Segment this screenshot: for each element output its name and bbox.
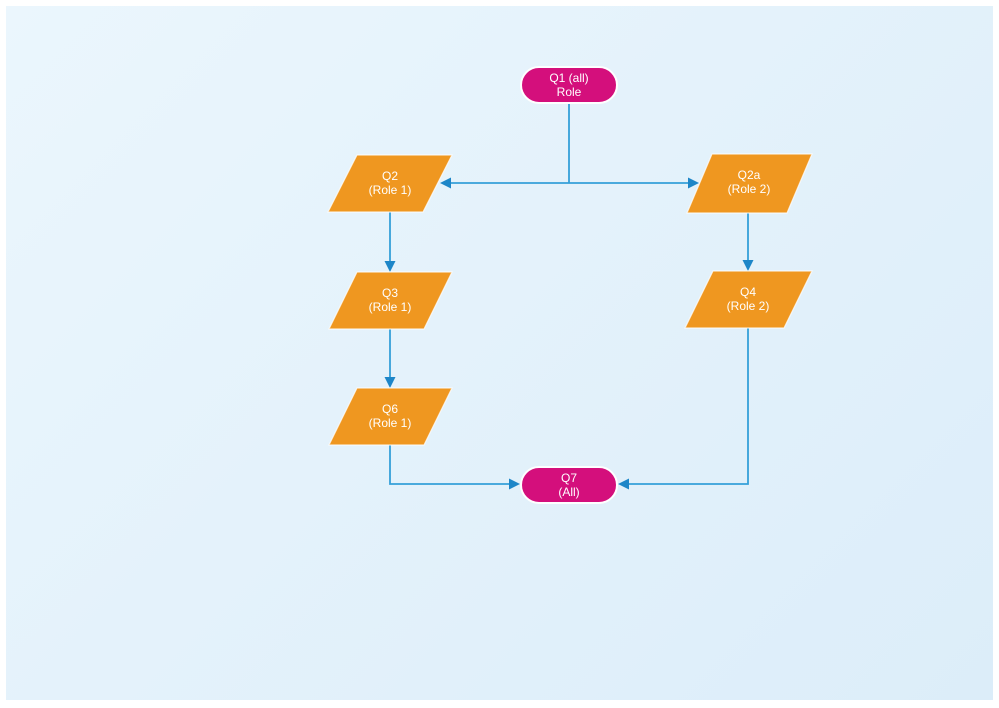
- arrowhead-into-q7-left: [509, 478, 520, 490]
- q6-label-line1: Q6: [382, 402, 398, 416]
- q7-label-line2: (All): [558, 485, 579, 499]
- q2-label-line2: (Role 1): [369, 183, 412, 197]
- connector-arrowheads: [384, 177, 754, 490]
- process-nodes: Q2 (Role 1) Q2a (Role 2) Q3 (Role 1) Q4 …: [327, 153, 813, 446]
- q2a-label-line2: (Role 2): [728, 182, 771, 196]
- q2a-label-line1: Q2a: [738, 168, 761, 182]
- connector-q6-to-q7: [389, 445, 510, 485]
- q2-label-line1: Q2: [382, 169, 398, 183]
- arrowhead-into-q6: [384, 377, 396, 388]
- flow-node-q2: Q2 (Role 1): [327, 154, 453, 213]
- q7-label-line1: Q7: [561, 471, 577, 485]
- q4-shape: [684, 270, 813, 329]
- q1-shape: [520, 66, 618, 104]
- q7-shape: [520, 466, 618, 504]
- diagram-background: [6, 6, 993, 700]
- arrowhead-into-q7-right: [618, 478, 629, 490]
- q3-shape: [328, 271, 453, 330]
- q3-label-line2: (Role 1): [369, 300, 412, 314]
- flow-node-q6: Q6 (Role 1): [328, 387, 453, 446]
- arrowhead-into-q3: [384, 261, 396, 272]
- connector-q4-to-q7: [628, 328, 749, 485]
- q6-shape: [328, 387, 453, 446]
- flow-node-q7: Q7 (All): [520, 466, 618, 504]
- q6-label-line2: (Role 1): [369, 416, 412, 430]
- flow-node-q4: Q4 (Role 2): [684, 270, 813, 329]
- flow-node-q3: Q3 (Role 1): [328, 271, 453, 330]
- arrowhead-into-q4: [742, 260, 754, 271]
- terminator-nodes: Q1 (all) Role Q7 (All): [520, 66, 618, 504]
- q4-label-line1: Q4: [740, 285, 756, 299]
- q4-label-line2: (Role 2): [727, 299, 770, 313]
- connector-lines: [389, 103, 749, 485]
- q2a-shape: [686, 153, 813, 214]
- q3-label-line1: Q3: [382, 286, 398, 300]
- arrowhead-into-q2a: [688, 177, 699, 189]
- q2-shape: [327, 154, 453, 213]
- arrowhead-into-q2: [440, 177, 451, 189]
- q1-label-line2: Role: [557, 85, 582, 99]
- flow-node-q1: Q1 (all) Role: [520, 66, 618, 104]
- flow-node-q2a: Q2a (Role 2): [686, 153, 813, 214]
- q1-label-line1: Q1 (all): [549, 71, 588, 85]
